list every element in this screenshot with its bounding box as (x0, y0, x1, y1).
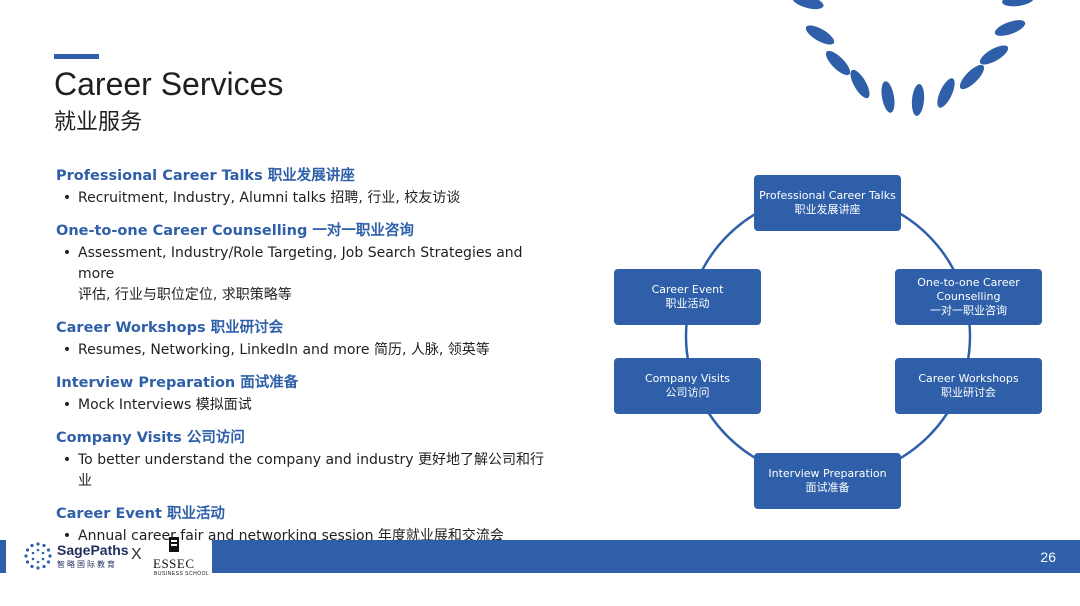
node-interview-preparation: Interview Preparation 面试准备 (754, 453, 901, 509)
node-label-zh: 面试准备 (805, 481, 850, 494)
sunburst-decoration (792, 0, 1034, 116)
service-item-visits: Company Visits 公司访问 • To better understa… (56, 428, 556, 492)
service-desc: 评估, 行业与职位定位, 求职策略等 (78, 287, 292, 303)
node-career-counselling: One-to-one Career Counselling 一对一职业咨询 (895, 269, 1042, 325)
service-title: Professional Career Talks 职业发展讲座 (56, 168, 355, 184)
service-title: Career Workshops 职业研讨会 (56, 320, 284, 336)
services-list: Professional Career Talks 职业发展讲座 • Recru… (56, 166, 556, 547)
brand-subtitle: 智略国际教育 (57, 560, 117, 569)
node-career-workshops: Career Workshops 职业研讨会 (895, 358, 1042, 414)
node-label-en: Counselling (936, 290, 1001, 303)
page-title: Career Services (54, 66, 284, 102)
service-item-talks: Professional Career Talks 职业发展讲座 • Recru… (56, 166, 556, 209)
service-item-interview: Interview Preparation 面试准备 • Mock Interv… (56, 373, 556, 416)
title-accent-bar (54, 54, 99, 59)
bullet: • (62, 397, 72, 413)
partnership-x: X (131, 546, 142, 563)
service-title: One-to-one Career Counselling 一对一职业咨询 (56, 223, 414, 239)
service-title: Company Visits 公司访问 (56, 430, 245, 446)
node-label-en: Career Event (651, 283, 724, 296)
service-cycle-diagram: Professional Career Talks 职业发展讲座 One-to-… (600, 160, 1060, 520)
node-label-en: Career Workshops (918, 372, 1019, 385)
node-label-en: One-to-one Career (917, 276, 1020, 289)
partner-name: ESSEC (153, 556, 195, 571)
node-label-zh: 职业活动 (665, 297, 710, 310)
service-item-workshops: Career Workshops 职业研讨会 • Resumes, Networ… (56, 318, 556, 361)
service-desc: Resumes, Networking, LinkedIn and more 简… (78, 342, 490, 358)
node-label-zh: 职业研讨会 (941, 386, 996, 399)
node-label-zh: 职业发展讲座 (794, 203, 861, 216)
node-career-talks: Professional Career Talks 职业发展讲座 (754, 175, 901, 231)
footer-bar (212, 540, 1080, 573)
service-desc: Assessment, Industry/Role Targeting, Job… (78, 245, 523, 282)
service-title: Career Event 职业活动 (56, 506, 225, 522)
essec-crest-icon (169, 537, 179, 552)
page-subtitle: 就业服务 (54, 110, 143, 135)
brand-name: SagePaths (57, 542, 129, 558)
node-label-en: Professional Career Talks (759, 189, 896, 202)
node-label-zh: 一对一职业咨询 (930, 304, 1007, 317)
bullet: • (62, 528, 72, 544)
node-label-zh: 公司访问 (665, 386, 710, 399)
bullet: • (62, 452, 72, 468)
bullet: • (62, 245, 72, 261)
sagepaths-logo-icon (24, 542, 52, 570)
bullet: • (62, 342, 72, 358)
service-item-counselling: One-to-one Career Counselling 一对一职业咨询 • … (56, 221, 556, 306)
service-desc: Recruitment, Industry, Alumni talks 招聘, … (78, 190, 461, 206)
footer-bar-left (0, 540, 6, 573)
node-label-en: Interview Preparation (768, 467, 887, 480)
service-desc: Mock Interviews 模拟面试 (78, 397, 252, 413)
node-label-en: Company Visits (645, 372, 730, 385)
page-number: 26 (1040, 549, 1056, 565)
service-desc: To better understand the company and ind… (78, 452, 545, 489)
bullet: • (62, 190, 72, 206)
node-company-visits: Company Visits 公司访问 (614, 358, 761, 414)
partner-subtitle: BUSINESS SCHOOL (154, 571, 210, 577)
node-career-event: Career Event 职业活动 (614, 269, 761, 325)
service-title: Interview Preparation 面试准备 (56, 375, 299, 391)
